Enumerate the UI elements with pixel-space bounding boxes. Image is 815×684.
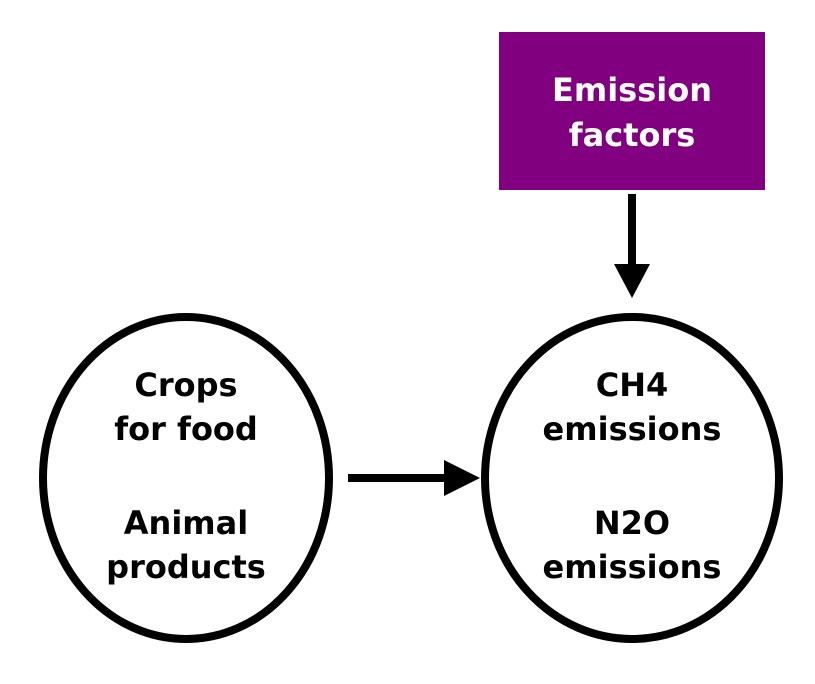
- emission-factors-label-line1: Emission: [552, 71, 712, 109]
- arrow-inputs-to-emissions: [348, 460, 480, 496]
- n2o-label-line2: emissions: [543, 548, 722, 586]
- ch4-label-line2: emissions: [543, 410, 722, 448]
- emissions-node: CH4 emissions N2O emissions: [481, 313, 783, 643]
- emission-factors-label-line2: factors: [569, 116, 696, 154]
- emission-factors-node: Emission factors: [499, 32, 765, 190]
- animal-label-line1: Animal: [124, 504, 248, 542]
- inputs-node: Crops for food Animal products: [39, 313, 333, 643]
- animal-label-line2: products: [106, 548, 266, 586]
- inputs-circle: [39, 313, 333, 643]
- arrow-down-head: [614, 264, 650, 298]
- n2o-label-line1: N2O: [594, 504, 670, 542]
- crops-label-line1: Crops: [134, 366, 237, 404]
- ch4-label-line1: CH4: [596, 366, 669, 404]
- emissions-circle: [481, 313, 783, 643]
- arrow-right-head: [444, 460, 480, 496]
- crops-label-line2: for food: [114, 410, 258, 448]
- arrow-factors-to-emissions: [614, 194, 650, 298]
- emission-factors-box: [499, 32, 765, 190]
